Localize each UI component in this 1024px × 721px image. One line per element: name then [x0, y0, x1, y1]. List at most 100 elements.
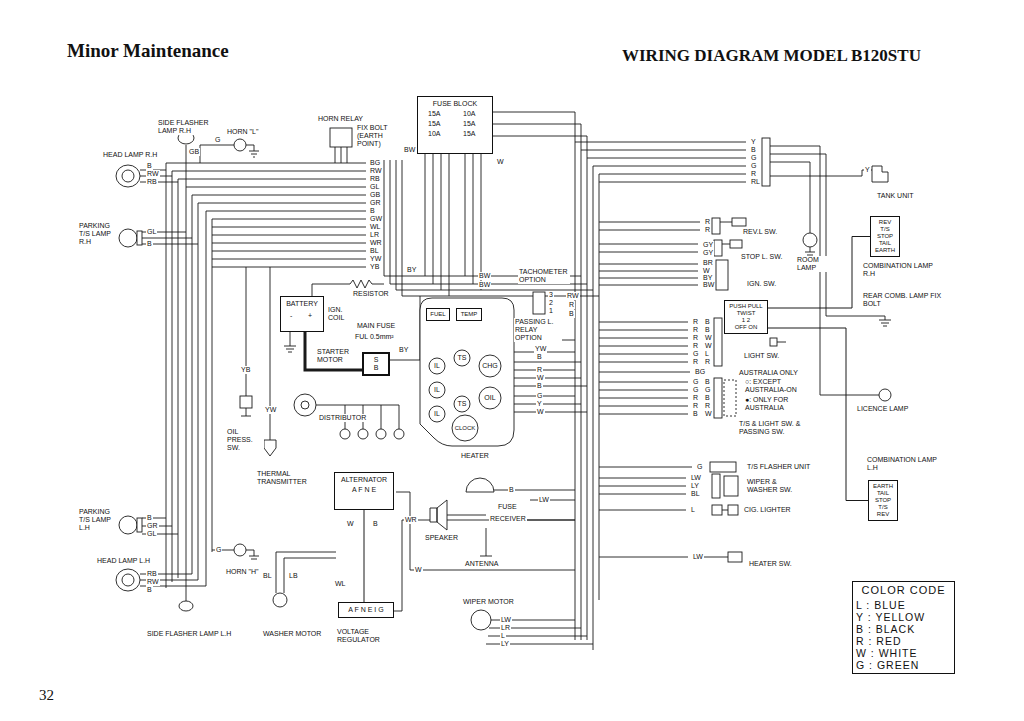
- wire-color-code: R: [692, 402, 699, 410]
- parking-lamp-symbol: [119, 229, 137, 247]
- wire-color-code: R: [692, 326, 699, 334]
- horn-symbol: [234, 544, 246, 556]
- head-lamp-symbol: [122, 574, 134, 586]
- component-label: FUSE: [497, 503, 518, 511]
- wire-color-code: G: [692, 378, 699, 386]
- legend-entry: L : BLUE: [856, 599, 906, 611]
- node-text: FUEL: [430, 311, 446, 318]
- node-text: TAIL: [872, 490, 894, 497]
- fuse-rating: 15A: [427, 120, 441, 128]
- component-label: AUSTRALIA ONLY: [738, 369, 799, 377]
- wire-color-code: GL: [146, 228, 157, 236]
- wire-color-code: G: [692, 350, 699, 358]
- gauge-label: IL: [434, 410, 440, 418]
- wire-color-code: R: [692, 318, 699, 326]
- component-label: DISTRIBUTOR: [318, 414, 367, 422]
- gauge-lamp-symbol: [429, 406, 445, 422]
- wire-color-code: RW: [369, 167, 383, 175]
- wire-color-code: RW: [146, 170, 160, 178]
- connector-symbol: [714, 378, 722, 418]
- wire-color-code: R: [704, 402, 711, 410]
- legend-row: Y : YELLOW: [856, 611, 951, 623]
- flasher-unit-symbol: [710, 462, 736, 472]
- component-label: VOLTAGE REGULATOR: [336, 628, 400, 644]
- component-label: IGN. COIL: [327, 306, 353, 322]
- connector-symbol: [712, 218, 720, 234]
- wire-color-code: Y: [750, 138, 757, 146]
- wire-color-code: B: [750, 146, 757, 154]
- right-trunk: [575, 112, 599, 650]
- wire-color-code: GR: [369, 199, 382, 207]
- wire-color-code: LW: [692, 553, 704, 561]
- oil-switch-symbol: [240, 396, 252, 408]
- node-text: A F N E I G: [342, 605, 390, 614]
- node-text: TAIL: [874, 240, 896, 247]
- component-label: HEATER: [460, 452, 490, 460]
- wire-color-code: B: [536, 382, 543, 390]
- left-trunk: [166, 145, 212, 601]
- fuse-rating: 10A: [462, 110, 476, 118]
- wire-color-code: RB: [146, 178, 158, 186]
- wire-color-code: Y: [864, 166, 871, 174]
- terminal-number: 2: [548, 299, 554, 307]
- wire-color-code: BY: [398, 346, 409, 354]
- wire-color-code: GL: [146, 530, 157, 538]
- switch-symbol: [724, 476, 738, 496]
- spark-plug-symbol: [394, 429, 404, 439]
- node-text: T/S: [874, 226, 896, 233]
- ignition-leads: [316, 405, 399, 429]
- node-text: TWIST: [728, 310, 764, 317]
- sender-leads: [241, 408, 251, 416]
- lighter-symbol: [728, 505, 738, 515]
- wire-color-code: B: [704, 378, 711, 386]
- ignition-switch-symbol: [716, 260, 728, 290]
- node-text: REV: [872, 511, 894, 518]
- page-number: 32: [38, 686, 55, 704]
- component-label: OIL PRESS. SW.: [226, 428, 264, 452]
- wiper-motor-symbol: [471, 610, 491, 630]
- component-label: MAIN FUSE: [356, 322, 396, 330]
- fuse-rating: 15A: [462, 120, 476, 128]
- component-label: LICENCE LAMP: [856, 405, 909, 413]
- node-text: COLOR CODE: [856, 584, 951, 597]
- node-text: S: [367, 356, 385, 364]
- node-text: OFF ON: [728, 324, 764, 331]
- fuse-rating: 15A: [462, 130, 476, 138]
- wire-color-code: WR: [369, 239, 383, 247]
- legend-entry: R : RED: [856, 635, 902, 647]
- wire-color-code: GR: [146, 522, 159, 530]
- legend-row: B : BLACK: [856, 623, 951, 635]
- wire-color-code: YW: [534, 345, 547, 353]
- component-label: ○: EXCEPT AUSTRALIA-ON: [744, 378, 806, 394]
- wire-color-code: GY: [702, 241, 714, 249]
- wire-color-code: RL: [750, 178, 761, 186]
- wire-color-code: W: [704, 410, 713, 418]
- wire-color-code: BW: [403, 146, 416, 154]
- harness-rows: [166, 163, 366, 267]
- wire-color-code: B: [568, 310, 575, 318]
- component-label: SPEAKER: [424, 534, 459, 542]
- node-text: A F N E: [338, 485, 390, 495]
- wire-color-code: RB: [146, 570, 158, 578]
- lamp-socket: [137, 231, 142, 245]
- wire-color-code: BL: [690, 490, 701, 498]
- instrument-cluster-outline: [420, 298, 514, 446]
- connector-symbol: [762, 138, 770, 186]
- switch-position-table: PUSH PULLTWIST1 2OFF ON: [724, 300, 768, 334]
- wire-color-code: BR: [702, 259, 714, 267]
- wire-color-code: B: [372, 520, 379, 528]
- gauge-label: TS: [458, 354, 467, 362]
- wire-color-code: LR: [500, 624, 511, 632]
- gauge-label: IL: [434, 362, 440, 370]
- component-label: HEAD LAMP R.H: [102, 151, 158, 159]
- wire-color-code: RB: [369, 175, 381, 183]
- wire-color-code: LR: [369, 231, 380, 239]
- earth-symbols: [246, 145, 891, 559]
- wire-color-code: R: [750, 170, 757, 178]
- legend-row: L : BLUE: [856, 599, 951, 611]
- head-lamp-symbol: [122, 170, 134, 182]
- gauge-lamp-symbol: [429, 358, 445, 374]
- wire-color-code: BW: [478, 281, 491, 289]
- wire-color-code: BG: [369, 159, 381, 167]
- wire-color-code: R: [692, 358, 699, 366]
